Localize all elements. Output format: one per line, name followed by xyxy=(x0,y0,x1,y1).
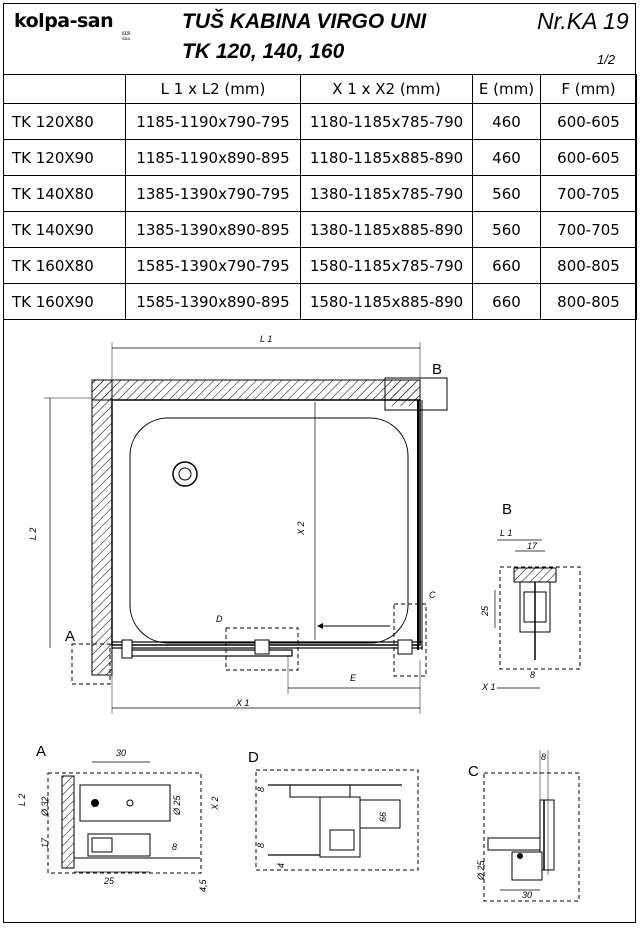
document-number: Nr.KA 19 xyxy=(537,8,629,34)
detail-a-17: 17 xyxy=(40,837,50,848)
table-row: TK 140X80 1385-1390x790-795 1380-1185x78… xyxy=(3,175,637,212)
detail-b: B L 1 17 25 8 X 1 xyxy=(480,501,581,692)
dim-label-l1: L 1 xyxy=(260,334,272,344)
detail-a-8: 8 xyxy=(172,842,177,852)
detail-d-title: D xyxy=(248,749,259,766)
cell-f: 700-705 xyxy=(540,211,637,248)
detail-b-title: B xyxy=(502,501,512,518)
detail-a-x2: X 2 xyxy=(210,796,220,811)
callout-label-d: D xyxy=(216,614,223,624)
logo-subtext: IGOR d.o.o. xyxy=(122,31,131,41)
cell-x1xx2: 1180-1185x885-890 xyxy=(300,139,473,176)
main-plan-view: L 1 L 2 X 2 E X 1 B A D C xyxy=(28,334,448,714)
dim-label-x1: X 1 xyxy=(235,698,250,708)
document-title: TUŠ KABINA VIRGO UNI xyxy=(182,10,427,33)
detail-a-title: A xyxy=(36,743,46,760)
dimensions-table: L 1 x L2 (mm) X 1 x X2 (mm) E (mm) F (mm… xyxy=(3,74,637,320)
cell-x1xx2: 1380-1185x885-890 xyxy=(300,211,473,248)
cell-e: 460 xyxy=(472,103,541,140)
document-subtitle: TK 120, 140, 160 xyxy=(182,40,345,63)
detail-a-32: Ø 32 xyxy=(40,796,50,817)
drain-icon xyxy=(172,461,198,487)
cell-l1xl2: 1585-1390x790-795 xyxy=(125,247,301,284)
detail-a-l2: L 2 xyxy=(17,794,27,806)
shower-tray-outline xyxy=(111,399,421,646)
brand-logo: kolpa-san IGOR d.o.o. xyxy=(14,10,131,41)
detail-d-8b: 8 xyxy=(256,843,266,848)
detail-a-25w: 25 xyxy=(103,876,115,886)
column-header-l1xl2: L 1 x L2 (mm) xyxy=(125,74,301,104)
dim-label-e: E xyxy=(350,673,357,683)
detail-c-30: 30 xyxy=(522,890,532,900)
cell-l1xl2: 1385-1390x790-795 xyxy=(125,175,301,212)
cell-x1xx2: 1580-1185x885-890 xyxy=(300,283,473,320)
column-header-f: F (mm) xyxy=(540,74,637,104)
cell-x1xx2: 1580-1185x785-790 xyxy=(300,247,473,284)
detail-b-17: 17 xyxy=(527,541,538,551)
cell-x1xx2: 1180-1185x785-790 xyxy=(300,103,473,140)
page-frame xyxy=(3,3,636,923)
detail-b-l1: L 1 xyxy=(500,528,512,538)
tray-basin xyxy=(129,417,409,644)
dim-label-l2: L 2 xyxy=(28,528,38,540)
top-wall xyxy=(91,379,421,401)
cell-x1xx2: 1380-1185x785-790 xyxy=(300,175,473,212)
cell-model: TK 160X80 xyxy=(3,247,126,284)
detail-b-8: 8 xyxy=(530,670,535,680)
detail-a: A 30 L 2 Ø 32 17 Ø 25 X 2 8 25 4,5 xyxy=(17,743,220,892)
dim-label-x2: X 2 xyxy=(296,521,306,536)
cell-e: 660 xyxy=(472,283,541,320)
callout-box-c xyxy=(393,603,427,677)
callout-label-b: B xyxy=(432,361,442,378)
logo-text: kolpa-san xyxy=(14,10,114,32)
callout-label-a: A xyxy=(65,628,75,645)
callout-box-b xyxy=(384,377,448,411)
callout-box-a xyxy=(71,643,111,685)
cell-model: TK 140X90 xyxy=(3,211,126,248)
detail-d-8a: 8 xyxy=(256,787,266,792)
cell-f: 700-705 xyxy=(540,175,637,212)
detail-c-8: 8 xyxy=(541,752,546,762)
cell-e: 560 xyxy=(472,175,541,212)
table-row: TK 160X90 1585-1390x890-895 1580-1185x88… xyxy=(3,283,637,320)
detail-c-25: Ø 25 xyxy=(476,859,486,881)
detail-d-66: 66 xyxy=(378,812,388,822)
table-row: TK 140X90 1385-1390x890-895 1380-1185x88… xyxy=(3,211,637,248)
detail-a-45: 4,5 xyxy=(198,878,208,892)
cell-f: 800-805 xyxy=(540,283,637,320)
cell-l1xl2: 1385-1390x890-895 xyxy=(125,211,301,248)
left-wall xyxy=(91,379,113,676)
detail-c-title: C xyxy=(468,763,479,780)
detail-c: C 8 30 Ø 25 xyxy=(468,750,580,902)
detail-d-4: 4 xyxy=(276,863,286,868)
detail-d: D 8 8 66 4 xyxy=(248,749,419,871)
cell-e: 660 xyxy=(472,247,541,284)
detail-b-25: 25 xyxy=(480,605,490,617)
detail-a-25h: Ø 25 xyxy=(172,794,182,816)
table-row: TK 160X80 1585-1390x790-795 1580-1185x78… xyxy=(3,247,637,284)
cell-model: TK 120X90 xyxy=(3,139,126,176)
cell-l1xl2: 1585-1390x890-895 xyxy=(125,283,301,320)
cell-model: TK 160X90 xyxy=(3,283,126,320)
callout-box-d xyxy=(225,627,299,671)
detail-b-x1: X 1 xyxy=(481,682,496,692)
cell-model: TK 140X80 xyxy=(3,175,126,212)
cell-f: 800-805 xyxy=(540,247,637,284)
detail-a-30: 30 xyxy=(116,748,126,758)
callout-label-c: C xyxy=(429,590,436,600)
page-number: 1/2 xyxy=(597,52,616,67)
